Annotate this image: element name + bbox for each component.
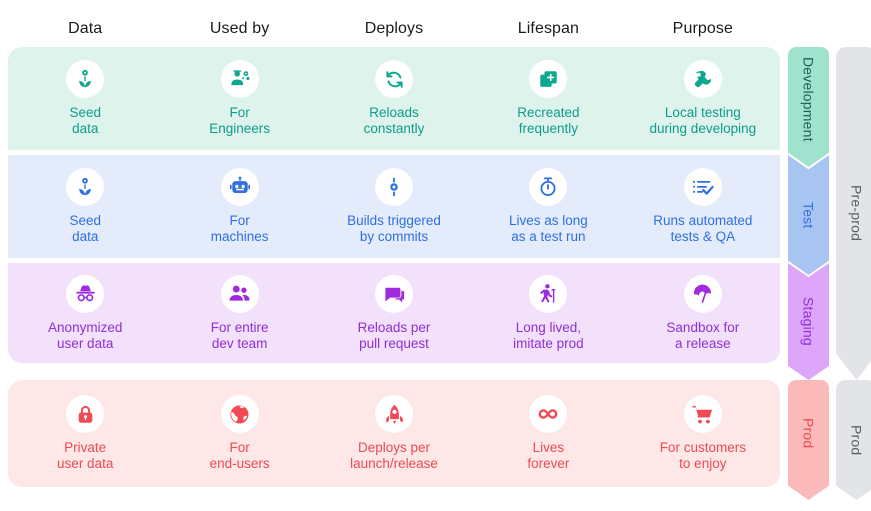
cell-label: Private user data — [57, 440, 114, 471]
cell-label: Lives forever — [527, 440, 570, 471]
cell-label: Local testing during developing — [649, 105, 757, 136]
stage-chevron-production[interactable]: Prod — [788, 380, 829, 500]
column-header-row: Data Used by Deploys Lifespan Purpose — [8, 12, 780, 46]
cell-label: For Engineers — [209, 105, 270, 136]
cell-label: Reloads constantly — [363, 105, 425, 136]
elderly-person-icon — [529, 274, 568, 313]
column-header-data: Data — [68, 20, 103, 37]
cell-test-deploys: Builds triggered by commits — [317, 168, 471, 245]
cell-staging-deploys: Reloads per pull request — [317, 274, 471, 352]
row-staging: Anonymized user data For entire dev team — [8, 263, 780, 363]
cell-label: For machines — [210, 213, 269, 244]
cell-production-purpose: For customers to enjoy — [626, 395, 780, 472]
cell-label: Sandbox for a release — [666, 319, 740, 351]
people-group-icon — [220, 274, 259, 313]
cell-test-used-by: For machines — [162, 168, 316, 245]
stage-chevron-development[interactable]: Development — [788, 47, 829, 167]
stage-label: Test — [800, 201, 817, 229]
cell-test-purpose: Runs automated tests & QA — [626, 168, 780, 245]
column-header-used-by: Used by — [209, 20, 270, 37]
cell-label: Long lived, imitate prod — [513, 319, 584, 351]
cell-label: Recreated frequently — [517, 105, 580, 136]
checklist-icon — [683, 168, 722, 206]
cell-staging-used-by: For entire dev team — [162, 274, 316, 352]
stage-chevron-test[interactable]: Test — [788, 155, 829, 275]
cell-label: Reloads per pull request — [357, 319, 431, 351]
chat-bubble-icon — [375, 274, 414, 313]
cell-label: For entire dev team — [210, 319, 269, 351]
row-test: Seed data For machines — [8, 155, 780, 258]
stage-label: Staging — [800, 297, 817, 346]
stage-label: Development — [800, 56, 817, 142]
stage-label: Prod — [800, 417, 817, 449]
cell-label: For end-users — [209, 440, 270, 471]
group-label: Prod — [848, 424, 865, 456]
seed-sprout-icon — [66, 60, 105, 98]
commit-node-icon — [375, 168, 414, 206]
cell-development-used-by: For Engineers — [162, 60, 316, 137]
cell-development-purpose: Local testing during developing — [626, 60, 780, 137]
group-column-pre-prod[interactable]: Pre-prod — [836, 47, 871, 380]
group-column-prod[interactable]: Prod — [836, 380, 871, 500]
cell-production-lifespan: Lives forever — [471, 395, 625, 472]
column-header-purpose: Purpose — [672, 20, 733, 37]
cell-staging-lifespan: Long lived, imitate prod — [471, 274, 625, 352]
cell-label: Deploys per launch/release — [350, 440, 438, 471]
cell-development-deploys: Reloads constantly — [317, 60, 471, 137]
seed-sprout-icon — [66, 168, 105, 206]
cell-label: Builds triggered by commits — [347, 213, 441, 244]
cell-production-data: Private user data — [8, 395, 162, 472]
refresh-cycle-icon — [375, 60, 414, 98]
stopwatch-icon — [529, 168, 568, 206]
infinity-icon — [529, 395, 568, 433]
cell-label: Seed data — [69, 105, 101, 136]
row-production: Private user data For end-users — [8, 380, 780, 487]
engineer-gear-icon — [220, 60, 259, 98]
wrench-icon — [683, 60, 722, 98]
cell-development-data: Seed data — [8, 60, 162, 137]
shopping-cart-icon — [683, 395, 722, 433]
cell-staging-purpose: Sandbox for a release — [626, 274, 780, 352]
globe-icon — [220, 395, 259, 433]
stage-chevron-staging[interactable]: Staging — [788, 263, 829, 380]
cell-label: Lives as long as a test run — [509, 213, 588, 244]
cell-staging-data: Anonymized user data — [8, 274, 162, 352]
row-development: Seed data For Engineers — [8, 47, 780, 150]
cell-test-lifespan: Lives as long as a test run — [471, 168, 625, 245]
cell-test-data: Seed data — [8, 168, 162, 245]
rocket-icon — [375, 395, 414, 433]
cell-development-lifespan: Recreated frequently — [471, 60, 625, 137]
duplicate-plus-icon — [529, 60, 568, 98]
incognito-icon — [66, 274, 105, 313]
cell-production-deploys: Deploys per launch/release — [317, 395, 471, 472]
column-header-deploys: Deploys — [364, 20, 424, 37]
cell-label: Seed data — [69, 213, 101, 244]
cell-label: For customers to enjoy — [659, 440, 746, 471]
robot-icon — [220, 168, 259, 206]
lock-icon — [66, 395, 105, 433]
cell-production-used-by: For end-users — [162, 395, 316, 472]
group-label: Pre-prod — [848, 185, 865, 242]
cell-label: Runs automated tests & QA — [653, 213, 753, 244]
beach-umbrella-icon — [683, 274, 722, 313]
column-header-lifespan: Lifespan — [517, 20, 580, 37]
cell-label: Anonymized user data — [48, 319, 123, 351]
